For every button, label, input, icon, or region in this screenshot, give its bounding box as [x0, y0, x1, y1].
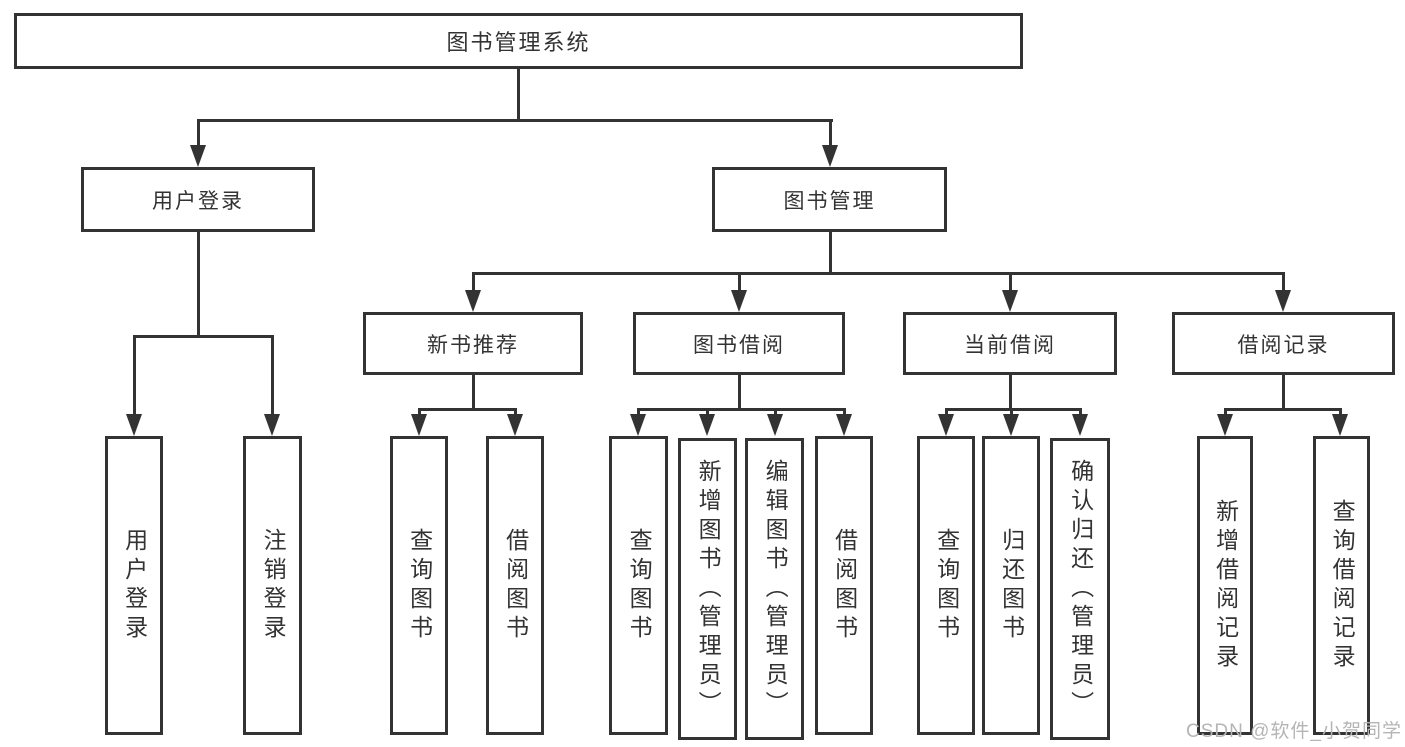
connector-vline — [1010, 408, 1013, 418]
leaf-borrow-borrow-books: 借阅图书 — [815, 436, 873, 735]
leaf-add-book-admin: 新增图书（管理员） — [678, 438, 737, 740]
leaf-confirm-return-admin: 确认归还（管理员） — [1050, 438, 1110, 740]
connector-vline — [843, 408, 846, 418]
leaf-logout-label: 注销登录 — [260, 527, 287, 644]
connector-arrowhead — [507, 414, 523, 436]
connector-arrowhead — [836, 414, 852, 436]
connector-vline — [472, 272, 475, 292]
connector-vline — [1009, 272, 1012, 292]
node-current-borrow-label: 当前借阅 — [964, 333, 1056, 357]
node-user-login-label: 用户登录 — [152, 189, 244, 213]
leaf-confirm-return-admin-label: 确认归还（管理员） — [1067, 458, 1094, 720]
leaf-query-borrow-record-label: 查询借阅记录 — [1329, 498, 1356, 673]
leaf-return-book: 归还图书 — [982, 436, 1040, 735]
node-user-login: 用户登录 — [81, 167, 315, 232]
connector-vline — [1224, 408, 1227, 418]
connector-vline — [1282, 272, 1285, 292]
node-book-management: 图书管理 — [712, 167, 947, 232]
node-borrow-records-label: 借阅记录 — [1237, 333, 1330, 357]
leaf-recommend-query-books: 查询图书 — [390, 436, 448, 735]
connector-arrowhead — [630, 414, 646, 436]
connector-vline — [774, 408, 777, 418]
connector-vline — [1339, 408, 1342, 418]
leaf-user-login: 用户登录 — [105, 436, 163, 735]
connector-arrowhead — [767, 414, 783, 436]
connector-hline — [637, 408, 846, 411]
connector-arrowhead — [699, 414, 715, 436]
node-current-borrow: 当前借阅 — [903, 312, 1117, 375]
connector-vline — [517, 69, 520, 119]
node-new-book-recommend: 新书推荐 — [363, 312, 583, 375]
leaf-edit-book-admin: 编辑图书（管理员） — [745, 438, 804, 740]
connector-arrowhead — [1072, 414, 1088, 436]
node-book-borrow-label: 图书借阅 — [693, 333, 785, 357]
connector-vline — [945, 408, 948, 418]
connector-vline — [271, 335, 274, 416]
connector-arrowhead — [126, 414, 142, 436]
connector-vline — [738, 375, 741, 408]
connector-vline — [706, 408, 709, 418]
leaf-current-query-books: 查询图书 — [917, 436, 975, 735]
connector-vline — [738, 272, 741, 292]
leaf-add-borrow-record: 新增借阅记录 — [1197, 436, 1253, 735]
leaf-borrow-borrow-books-label: 借阅图书 — [831, 527, 858, 644]
connector-arrowhead — [731, 290, 747, 312]
connector-hline — [133, 335, 274, 338]
leaf-user-login-label: 用户登录 — [121, 527, 148, 644]
connector-arrowhead — [1332, 414, 1348, 436]
connector-vline — [197, 232, 200, 335]
connector-arrowhead — [822, 145, 838, 167]
connector-vline — [637, 408, 640, 418]
connector-vline — [472, 375, 475, 408]
connector-arrowhead — [1003, 414, 1019, 436]
connector-arrowhead — [411, 414, 427, 436]
connector-hline — [1224, 408, 1342, 411]
connector-vline — [418, 408, 421, 418]
connector-hline — [945, 408, 1082, 411]
leaf-borrow-query-books: 查询图书 — [609, 436, 668, 735]
connector-hline — [197, 119, 833, 122]
node-system-root-label: 图书管理系统 — [446, 30, 591, 55]
leaf-recommend-borrow-books-label: 借阅图书 — [502, 527, 529, 644]
connector-arrowhead — [190, 145, 206, 167]
connector-arrowhead — [1217, 414, 1233, 436]
connector-hline — [472, 272, 1285, 275]
connector-hline — [418, 408, 517, 411]
connector-vline — [1282, 375, 1285, 408]
connector-vline — [133, 335, 136, 416]
leaf-recommend-query-books-label: 查询图书 — [406, 527, 433, 644]
connector-vline — [829, 232, 832, 272]
leaf-return-book-label: 归还图书 — [998, 527, 1025, 644]
connector-vline — [1079, 408, 1082, 418]
node-book-borrow: 图书借阅 — [633, 312, 845, 375]
leaf-add-book-admin-label: 新增图书（管理员） — [695, 458, 722, 720]
leaf-edit-book-admin-label: 编辑图书（管理员） — [762, 458, 789, 720]
connector-vline — [1009, 375, 1012, 408]
connector-arrowhead — [1002, 290, 1018, 312]
connector-vline — [829, 119, 832, 147]
leaf-query-borrow-record: 查询借阅记录 — [1313, 436, 1370, 735]
connector-arrowhead — [264, 414, 280, 436]
node-borrow-records: 借阅记录 — [1172, 312, 1395, 375]
node-new-book-recommend-label: 新书推荐 — [427, 333, 519, 357]
leaf-current-query-books-label: 查询图书 — [933, 527, 960, 644]
connector-arrowhead — [938, 414, 954, 436]
leaf-borrow-query-books-label: 查询图书 — [626, 527, 653, 644]
csdn-watermark: CSDN @软件_小贺同学 — [1186, 721, 1402, 742]
connector-vline — [197, 119, 200, 147]
node-book-management-label: 图书管理 — [783, 189, 876, 213]
connector-arrowhead — [1275, 290, 1291, 312]
connector-arrowhead — [465, 290, 481, 312]
connector-vline — [514, 408, 517, 418]
node-system-root: 图书管理系统 — [14, 13, 1023, 69]
leaf-recommend-borrow-books: 借阅图书 — [486, 436, 544, 735]
leaf-logout: 注销登录 — [243, 436, 302, 735]
leaf-add-borrow-record-label: 新增借阅记录 — [1212, 498, 1239, 673]
